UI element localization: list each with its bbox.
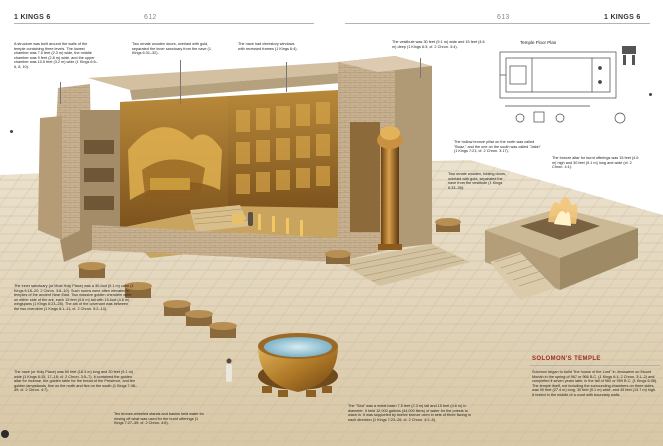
callout-dot xyxy=(10,130,13,133)
left-page-number: 612 xyxy=(144,14,157,21)
note-ornate-doors: Two ornate wooden doors, overlaid with g… xyxy=(132,42,211,56)
right-running-head: 1 KINGS 6 xyxy=(604,14,641,21)
note-side-structure: A structure was built around the walls o… xyxy=(14,42,98,69)
note-sea: The "Sea" was a metal basin 7.5 feet (2.… xyxy=(348,404,471,422)
callout-dot xyxy=(649,93,652,96)
temple-elevation-icon xyxy=(622,46,636,65)
leader-line xyxy=(180,60,181,104)
right-header-rule xyxy=(345,23,650,24)
leader-line xyxy=(286,62,287,92)
page-edge-marker xyxy=(1,430,9,438)
note-solomon-temple: Solomon began to build "the house of the… xyxy=(532,370,658,397)
note-nave: The nave (or Holy Place) was 60 feet (18… xyxy=(14,370,138,393)
right-page-number: 613 xyxy=(497,14,510,21)
temple-floor-plan-drawing xyxy=(499,51,626,124)
leader-line xyxy=(60,82,61,104)
note-folding-doors: Two ornate wooden, folding doors, overla… xyxy=(448,172,507,190)
note-bronze-altar: The bronze altar for burnt offerings was… xyxy=(552,156,639,170)
floor-plan-title: Temple Floor Plan xyxy=(520,40,557,45)
leader-line xyxy=(420,58,421,78)
note-inner-sanctuary: The inner sanctuary (or Most Holy Place)… xyxy=(14,284,134,311)
note-pillars: The hollow bronze pillar on the north wa… xyxy=(454,140,541,154)
note-wheeled-stands: Ten bronze-wheeled stands and basins hel… xyxy=(114,412,204,426)
section-rule xyxy=(530,365,660,366)
bronze-stands-left xyxy=(78,218,461,338)
note-vestibule: The vestibule was 30 feet (9.1 m) wide a… xyxy=(392,40,485,49)
left-header-rule xyxy=(14,23,314,24)
left-running-head: 1 KINGS 6 xyxy=(14,14,51,21)
section-title: SOLOMON'S TEMPLE xyxy=(532,356,601,362)
note-nave-windows: The nave had clerestory windows with rec… xyxy=(238,42,298,51)
